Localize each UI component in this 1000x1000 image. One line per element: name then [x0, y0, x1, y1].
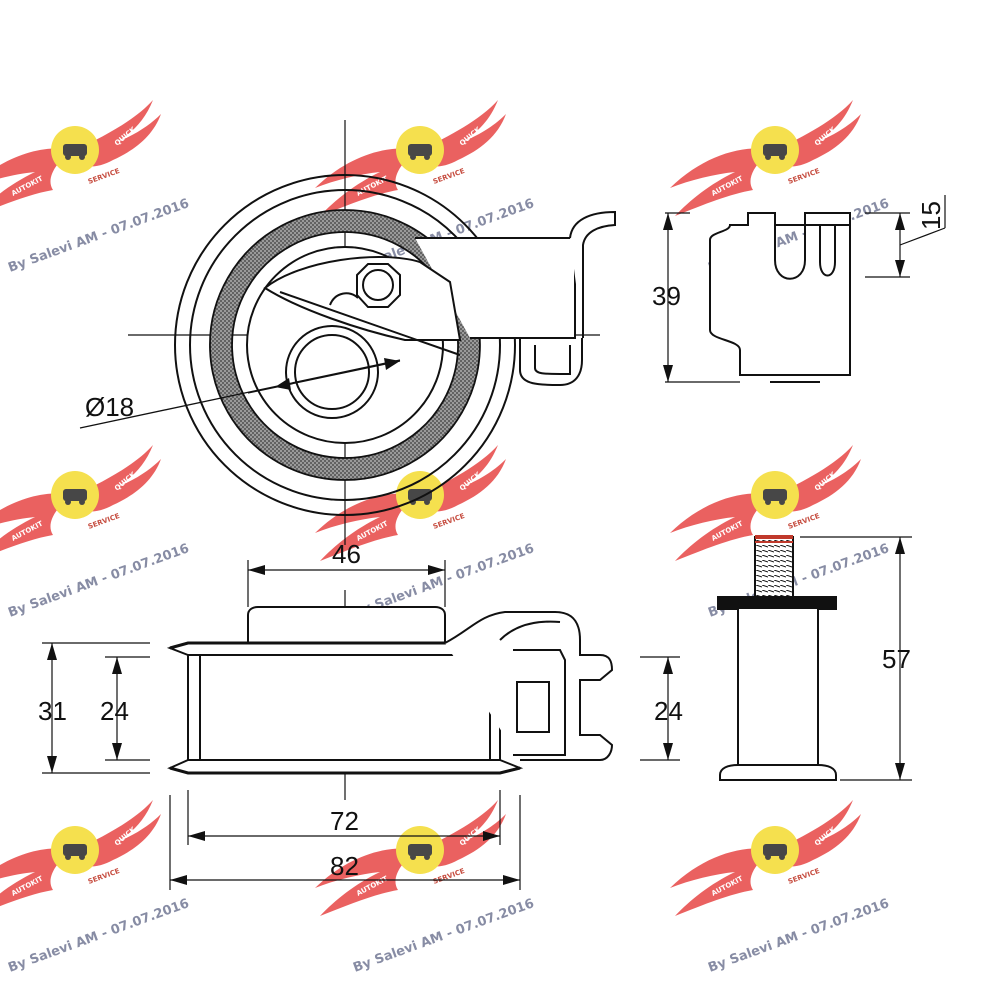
watermark-credit: By Salevi AM - 07.07.2016: [6, 196, 191, 276]
watermark-credit: By Salevi AM - 07.07.2016: [351, 896, 536, 976]
watermark-logo: [670, 100, 861, 216]
dim-bolt-57: 57: [882, 644, 911, 674]
watermark-logo: [0, 445, 161, 561]
watermark-logo-bottom: SERVICE: [787, 167, 821, 186]
bolt-view: [717, 535, 912, 781]
watermark-credit: By Salevi AM - 07.07.2016: [6, 896, 191, 976]
watermark-logo-bottom: SERVICE: [787, 512, 821, 531]
side-view: [42, 560, 680, 890]
watermark-logo-bottom: SERVICE: [787, 867, 821, 886]
watermark-logo-bottom: SERVICE: [432, 867, 466, 886]
dim-slot-15: 15: [916, 201, 946, 230]
dim-width-72: 72: [330, 806, 359, 836]
watermark-credit: By Salevi AM - 07.07.2016: [706, 896, 891, 976]
watermark-logo-bottom: SERVICE: [87, 512, 121, 531]
dim-height-24-side: 24: [654, 696, 683, 726]
bracket-side-view: [663, 195, 946, 383]
dim-height-31: 31: [38, 696, 67, 726]
dim-width-82: 82: [330, 851, 359, 881]
dim-height-39: 39: [652, 281, 681, 311]
front-view: [79, 120, 616, 545]
dim-diameter: Ø18: [85, 392, 134, 422]
dim-pulley-46: 46: [332, 539, 361, 569]
watermark-logo-bottom: SERVICE: [87, 167, 121, 186]
watermark-logo-bottom: SERVICE: [432, 167, 466, 186]
watermark-logo: [0, 100, 161, 216]
watermark-credit: By Salevi AM - 07.07.2016: [6, 541, 191, 621]
dim-height-24-inner: 24: [100, 696, 129, 726]
watermark-logo-bottom: SERVICE: [87, 867, 121, 886]
watermark-logo-bottom: SERVICE: [432, 512, 466, 531]
watermark-logo: [315, 100, 506, 216]
watermark-logo: [670, 800, 861, 916]
watermark-logo: [0, 800, 161, 916]
